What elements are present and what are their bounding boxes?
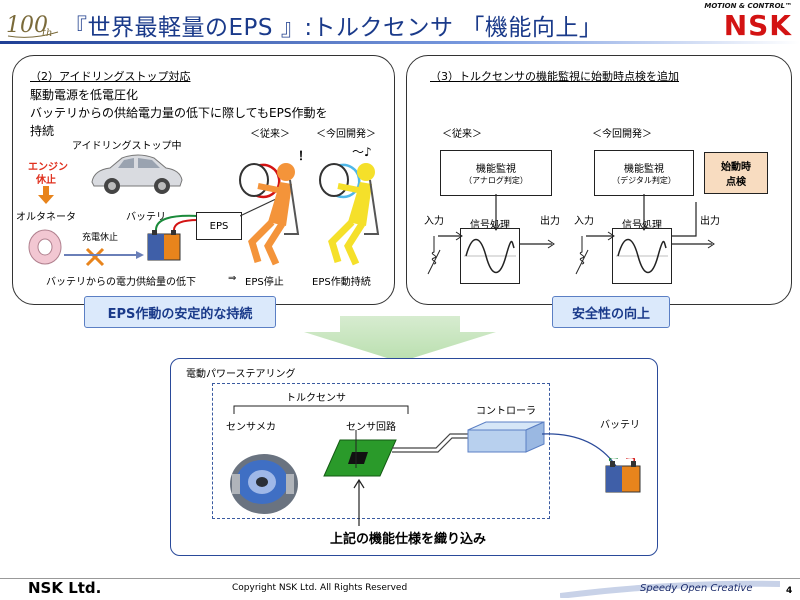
sine-wave-conventional — [464, 238, 516, 274]
car-image — [91, 154, 183, 194]
right-badge: 安全性の向上 — [552, 296, 670, 328]
svg-text:th: th — [42, 28, 52, 39]
left-label-this-dev: ＜今回開発＞ — [316, 129, 376, 140]
signal-proc-label-this-dev: 信号処理 — [622, 220, 662, 231]
sensor-circuit-label: センサ回路 — [346, 422, 396, 433]
eps-box-label: EPS — [209, 220, 229, 232]
left-badge: EPS作動の安定的な持続 — [84, 296, 276, 328]
left-line3: 持続 — [30, 124, 55, 138]
footer-divider — [0, 578, 800, 579]
controller-box-image — [467, 421, 545, 453]
footer-copyright: Copyright NSK Ltd. All Rights Reserved — [232, 583, 408, 593]
battery-icon-bottom — [605, 458, 641, 493]
sensor-circuit-pointer — [355, 430, 357, 468]
battery-label-left: バッテリ — [126, 212, 166, 223]
alternator-to-battery-arrow — [64, 251, 144, 259]
driver-this-dev-figure — [319, 163, 380, 266]
monitor-analog-sub: （アナログ判定） — [464, 176, 528, 185]
svg-text:100: 100 — [6, 13, 48, 38]
bottom-title: 電動パワーステアリング — [186, 369, 296, 380]
left-bottom-text: バッテリからの電力供給量の低下 — [46, 277, 196, 288]
input-label-conventional: 入力 — [424, 216, 444, 227]
left-label-conventional: ＜従来＞ — [250, 129, 290, 140]
bottom-caption: 上記の機能仕様を織り込み — [330, 532, 487, 547]
footer-swoosh — [560, 580, 780, 598]
battery-to-eps-wire — [155, 214, 199, 231]
battery-icon — [147, 230, 181, 261]
monitor-analog-box: 機能監視 （アナログ判定） — [440, 150, 552, 196]
monitor-digital-title: 機能監視 — [624, 164, 664, 175]
torque-sensor-frame — [212, 383, 550, 519]
left-bottom-arrow: ⇒ — [228, 273, 237, 284]
signal-lines-conventional — [427, 194, 555, 275]
left-line2: バッテリからの供給電力量の低下に際してもEPS作動を — [30, 106, 328, 120]
sine-wave-this-dev — [616, 238, 668, 274]
controller-label: コントローラ — [476, 406, 536, 417]
output-label-this-dev: 出力 — [700, 216, 720, 227]
page-title: 『世界最軽量のEPS 』:トルクセンサ 「機能向上」 — [64, 15, 603, 41]
exclamation-mark: ！ — [298, 149, 311, 163]
monitor-digital-sub: （デジタル判定） — [612, 176, 676, 185]
monitor-digital-box: 機能監視 （デジタル判定） — [594, 150, 694, 196]
controller-to-battery-wire — [542, 433, 617, 467]
output-label-conventional: 出力 — [540, 216, 560, 227]
eps-continue-label: EPS作動持続 — [312, 277, 371, 288]
monitor-analog-title: 機能監視 — [476, 164, 516, 175]
down-arrow-icon — [38, 186, 54, 204]
right-label-this-dev: ＜今回開発＞ — [592, 129, 652, 140]
sensor-circuit-board — [323, 439, 397, 477]
eps-box: EPS — [196, 212, 242, 240]
charge-stop-x-icon — [85, 247, 105, 267]
eps-stop-label: EPS停止 — [245, 277, 284, 288]
page-number: 4 — [786, 586, 793, 596]
sensor-mechanism-image — [230, 454, 298, 514]
music-note-symbol: ～♪ — [352, 145, 372, 159]
alternator-label: オルタネータ — [16, 212, 76, 223]
left-line1: 駆動電源を低電圧化 — [30, 88, 139, 102]
startup-check-box: 始動時 点検 — [704, 152, 768, 194]
centennial-logo: 100 th — [6, 13, 59, 39]
engine-stop-label-2: 休止 — [36, 175, 56, 186]
startup-check-line1: 始動時 — [721, 162, 751, 173]
charge-stop-label: 充電休止 — [82, 233, 119, 243]
eps-to-driver-wire — [240, 197, 279, 217]
sensor-mech-label: センサメカ — [226, 422, 276, 433]
battery-label-bottom: バッテリ — [600, 420, 640, 431]
down-flow-arrow — [304, 316, 496, 362]
torque-sensor-bracket — [233, 405, 409, 414]
left-heading: （2）アイドリングストップ対応 — [30, 70, 191, 83]
torque-sensor-label: トルクセンサ — [286, 393, 346, 404]
title-underline — [0, 41, 800, 44]
up-arrow-icon — [353, 478, 365, 526]
right-heading: （3）トルクセンサの機能監視に始動時点検を追加 — [430, 70, 679, 83]
right-label-conventional: ＜従来＞ — [442, 129, 482, 140]
brand-tagline: MOTION & CONTROL™ — [704, 2, 792, 10]
signal-lines-this-dev — [575, 194, 715, 275]
footer-company: NSK Ltd. — [28, 579, 102, 597]
signal-proc-label-conventional: 信号処理 — [470, 220, 510, 231]
idling-stop-label: アイドリングストップ中 — [72, 141, 182, 152]
engine-stop-label-1: エンジン — [28, 162, 68, 173]
alternator-icon — [28, 229, 62, 265]
footer-slogan: Speedy Open Creative — [640, 583, 753, 594]
brand-logo: NSK — [723, 9, 792, 42]
input-label-this-dev: 入力 — [574, 216, 594, 227]
signal-wire — [392, 433, 482, 453]
startup-check-line2: 点検 — [726, 177, 746, 188]
driver-conventional-figure — [239, 163, 300, 266]
